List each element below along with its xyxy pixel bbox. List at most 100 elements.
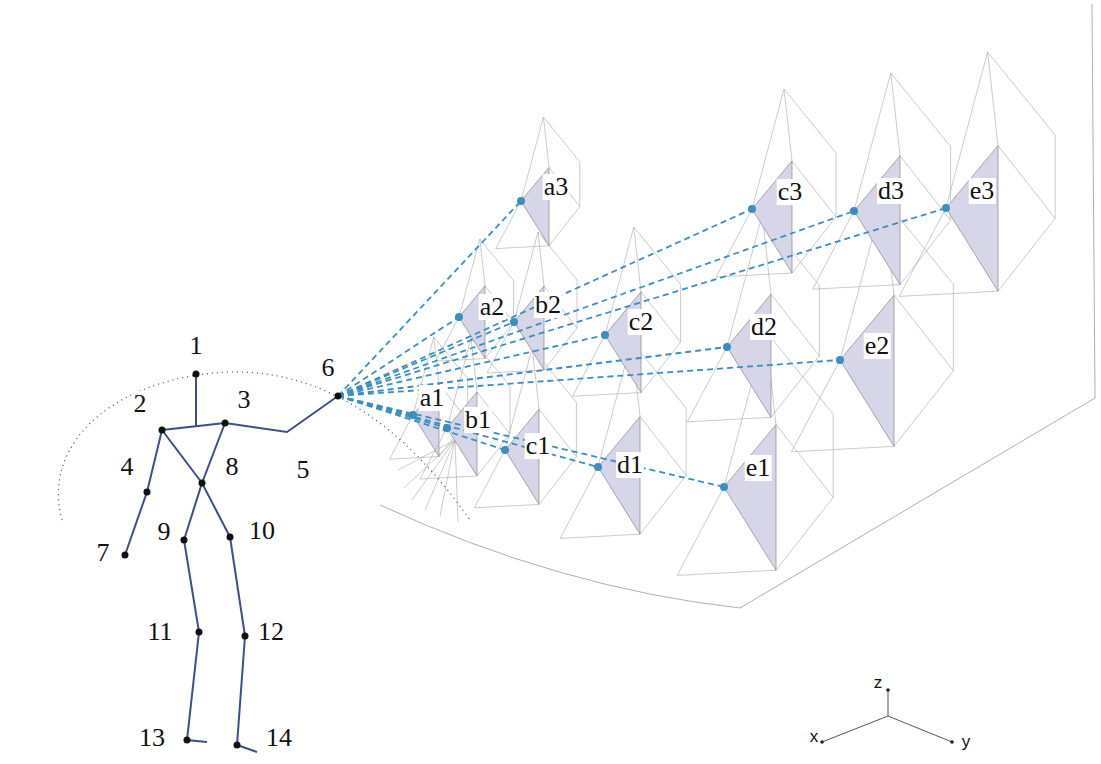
joint-number: 4 [120, 454, 135, 480]
point-label: e1 [745, 455, 772, 481]
wire-line [404, 440, 455, 488]
wire-line [544, 328, 577, 370]
wire-line [716, 273, 792, 277]
sight-line [338, 396, 724, 487]
shaded-face [727, 294, 771, 417]
joint-number: 3 [237, 387, 252, 413]
point-label: a1 [419, 385, 446, 411]
axis-label: z [873, 674, 884, 691]
target-point [517, 197, 525, 205]
wire-line [474, 450, 505, 508]
wire-line [420, 428, 447, 479]
sight-line [338, 360, 840, 396]
wire-line [677, 570, 776, 575]
limb [195, 374, 197, 426]
wire-line [813, 285, 900, 290]
wire-line [784, 89, 792, 161]
wire-line [496, 246, 549, 249]
joint-dot [159, 427, 166, 434]
wire-line [833, 414, 834, 497]
wire-line [680, 285, 681, 343]
wire-line [776, 425, 833, 498]
sight-lines [338, 201, 946, 487]
wire-line [900, 220, 951, 284]
wire-line [543, 117, 579, 162]
wire-line [390, 415, 413, 459]
shaded-face [447, 392, 477, 476]
point-label: a2 [479, 294, 506, 320]
wire-line [953, 284, 954, 370]
target-point [723, 343, 731, 351]
wire-line [579, 162, 580, 207]
joint-number: 1 [189, 333, 204, 359]
joint-dot [122, 552, 129, 559]
wire-line [576, 402, 577, 456]
joint-number: 7 [96, 540, 111, 566]
wire-line [640, 417, 686, 476]
wire-line [687, 347, 727, 422]
point-label: e3 [969, 178, 996, 204]
wire-line [641, 342, 681, 392]
wire-line [791, 446, 894, 451]
wire-line [687, 417, 771, 421]
wire-line [891, 73, 951, 147]
sight-line [338, 209, 752, 396]
axis-tip [820, 740, 824, 744]
wire-line [776, 497, 833, 570]
wireframe [380, 4, 1095, 608]
limb [162, 430, 230, 537]
wire-line [998, 146, 1055, 219]
point-label: c2 [628, 309, 655, 335]
wire-line [836, 153, 837, 217]
limb [162, 423, 225, 430]
joint-number: 12 [257, 619, 285, 645]
wire-line [538, 232, 577, 280]
point-label: b1 [464, 407, 492, 433]
wire-line [477, 434, 510, 476]
wire-line [784, 89, 836, 153]
wire-line [634, 227, 681, 285]
sight-line [338, 396, 598, 467]
limb [184, 540, 207, 742]
target-point [510, 318, 518, 326]
point-label: e2 [864, 333, 891, 359]
wire-line [998, 218, 1055, 291]
joint-dot [222, 420, 229, 427]
joint-dot [242, 633, 249, 640]
axis-triad [820, 688, 954, 744]
wire-line [543, 117, 549, 167]
joint-number: 10 [248, 518, 276, 544]
limb [184, 423, 225, 540]
wire-line [480, 239, 514, 281]
wire-line [819, 285, 820, 355]
wire-line [549, 207, 580, 246]
axis-line [888, 690, 889, 716]
point-label: c1 [525, 433, 552, 459]
wire-line [894, 295, 953, 371]
joint-number: 9 [157, 519, 172, 545]
wire-line [900, 156, 951, 220]
wire-line [988, 52, 998, 146]
target-point [501, 446, 509, 454]
target-point [720, 483, 728, 491]
joint-dot [335, 393, 342, 400]
target-point [836, 356, 844, 364]
wire-line [677, 487, 724, 575]
wire-line [640, 475, 686, 534]
sight-line [338, 211, 854, 396]
joint-number: 11 [146, 619, 173, 645]
point-label: d1 [616, 452, 644, 478]
axis-line [888, 716, 952, 742]
point-label: d3 [877, 178, 905, 204]
axis-tip [950, 740, 954, 744]
wire-line [686, 408, 687, 475]
reach-arc [58, 372, 470, 520]
joint-dot [144, 489, 151, 496]
wire-line [791, 360, 840, 452]
wire-line [988, 52, 1056, 135]
joint-number: 13 [138, 725, 166, 751]
joint-dot [199, 480, 206, 487]
